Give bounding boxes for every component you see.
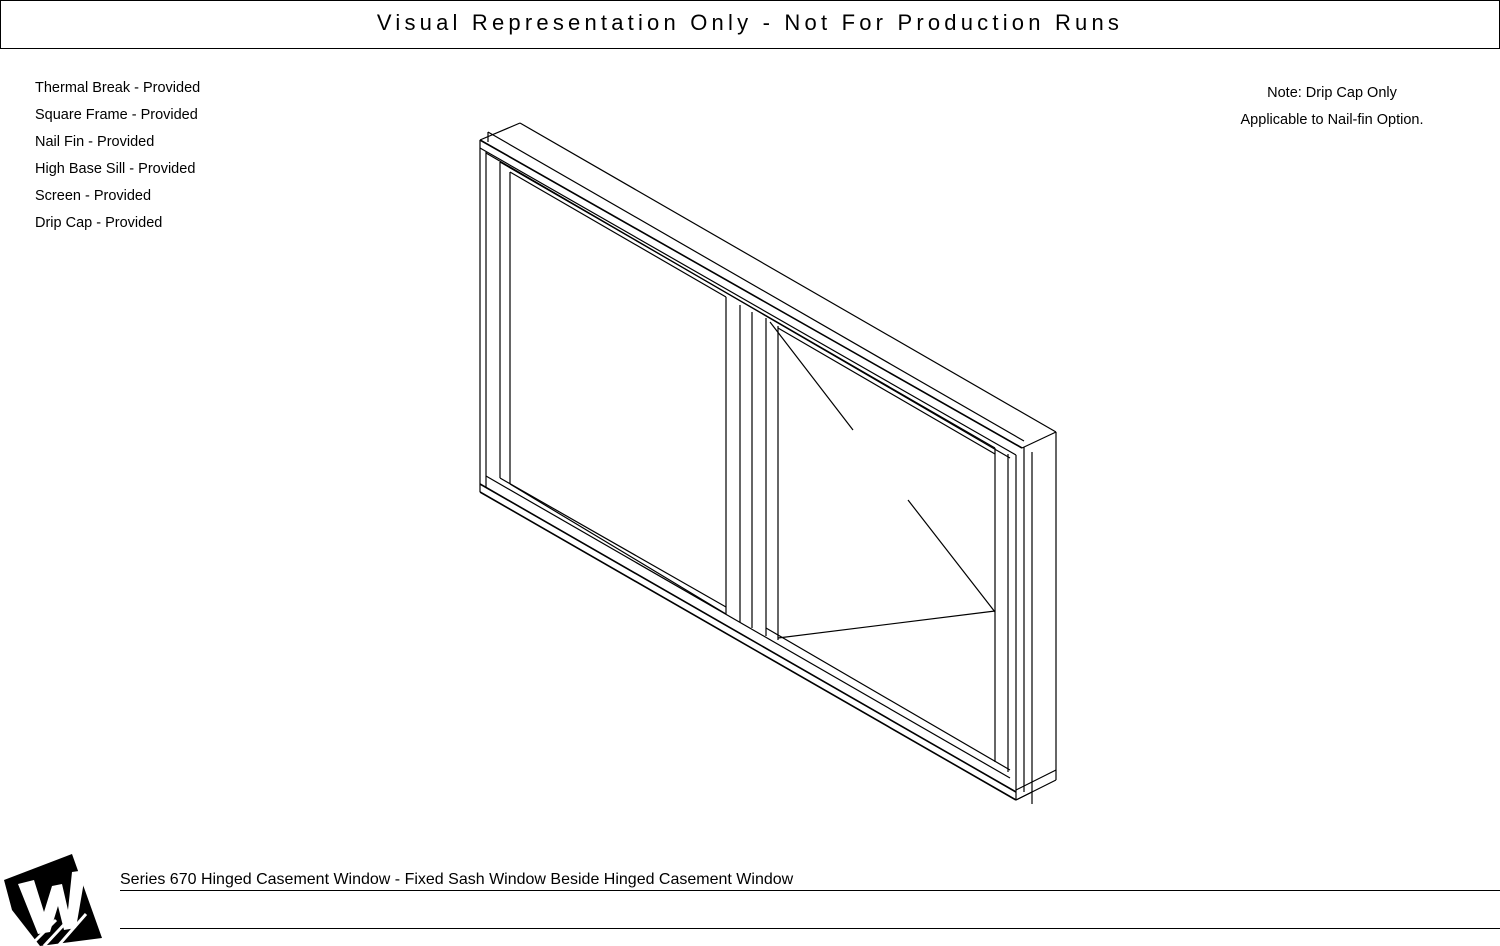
frame-bottom (479, 475, 1017, 801)
disclaimer-banner: Visual Representation Only - Not For Pro… (0, 0, 1500, 49)
drip-cap-note: Note: Drip Cap Only Applicable to Nail-f… (1202, 80, 1462, 134)
casement-hinge-indicator (769, 321, 996, 639)
option-square-frame: Square Frame - Provided (35, 107, 198, 123)
company-logo (4, 854, 102, 946)
bottom-rule (120, 928, 1500, 929)
option-drip-cap: Drip Cap - Provided (35, 215, 163, 231)
option-thermal-break: Thermal Break - Provided (35, 80, 201, 96)
note-line-1: Note: Drip Cap Only (1267, 85, 1397, 101)
option-high-base-sill: High Base Sill - Provided (35, 161, 196, 177)
frame-top (479, 131, 1025, 459)
mullion (725, 297, 779, 640)
frame-right (994, 447, 1033, 804)
option-screen: Screen - Provided (35, 188, 152, 204)
caption-rule (120, 890, 1500, 891)
frame-box (479, 122, 1057, 801)
note-line-2: Applicable to Nail-fin Option. (1240, 112, 1424, 128)
drawing-caption: Series 670 Hinged Casement Window - Fixe… (120, 871, 794, 888)
frame-left (479, 132, 511, 492)
option-nail-fin: Nail Fin - Provided (35, 134, 155, 150)
